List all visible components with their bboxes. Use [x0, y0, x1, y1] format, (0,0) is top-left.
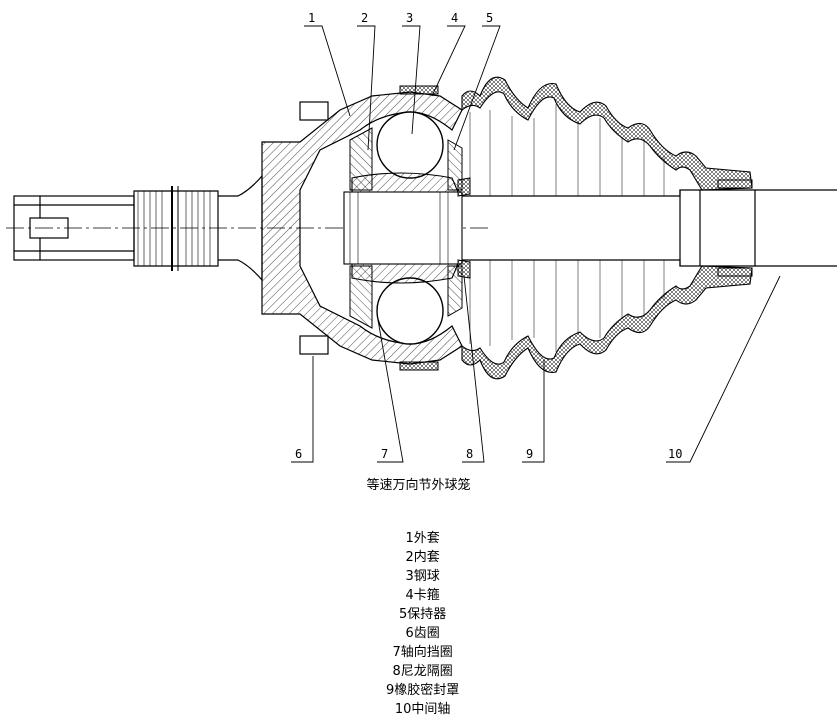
leader-3 — [402, 25, 421, 135]
legend-item: 7轴向挡圈 — [392, 645, 453, 660]
inner-race — [343, 172, 463, 284]
leader-8 — [462, 275, 485, 463]
legend-item: 10中间轴 — [394, 702, 451, 717]
clamps — [399, 85, 753, 371]
outer-race — [261, 91, 463, 365]
cv-joint-drawing: 1 2 3 4 5 6 7 8 9 10 — [6, 11, 837, 463]
callout-1: 1 — [308, 11, 315, 25]
legend-item: 3钢球 — [405, 569, 440, 584]
parts-legend: 1外套 2内套 3钢球 4卡箍 5保持器 6齿圈 7轴向挡圈 8尼龙隔圈 9橡胶… — [0, 512, 837, 717]
legend-item: 4卡箍 — [405, 588, 440, 603]
callout-10: 10 — [668, 447, 682, 461]
callout-4: 4 — [451, 11, 458, 25]
leader-lines — [291, 25, 781, 463]
legend-item: 1外套 — [405, 531, 440, 546]
leader-10 — [666, 275, 781, 463]
legend-item: 5保持器 — [398, 607, 447, 622]
callout-2: 2 — [361, 11, 368, 25]
drawing-title: 等速万向节外球笼 — [366, 478, 471, 493]
callout-9: 9 — [526, 447, 533, 461]
legend-item: 6齿圈 — [405, 626, 440, 641]
callout-3: 3 — [406, 11, 413, 25]
callout-numbers: 1 2 3 4 5 6 7 8 9 10 — [295, 11, 682, 461]
steel-balls — [376, 111, 444, 345]
callout-6: 6 — [295, 447, 302, 461]
callout-8: 8 — [466, 447, 473, 461]
stub-shaft — [13, 174, 263, 282]
boot-ribs — [469, 104, 665, 352]
callout-7: 7 — [381, 447, 388, 461]
intermediate-shaft — [462, 189, 837, 267]
legend-item: 2内套 — [405, 550, 440, 565]
callout-5: 5 — [486, 11, 493, 25]
leader-7 — [377, 319, 404, 463]
rubber-boot — [461, 76, 753, 380]
leader-2 — [357, 25, 376, 151]
leader-5 — [453, 25, 501, 151]
leader-9 — [522, 360, 545, 463]
leader-1 — [304, 25, 351, 117]
leader-6 — [291, 356, 314, 463]
leader-4 — [431, 25, 466, 97]
legend-item: 9橡胶密封罩 — [385, 683, 460, 698]
spline-teeth — [137, 191, 211, 266]
legend-item: 8尼龙隔圈 — [392, 664, 453, 679]
